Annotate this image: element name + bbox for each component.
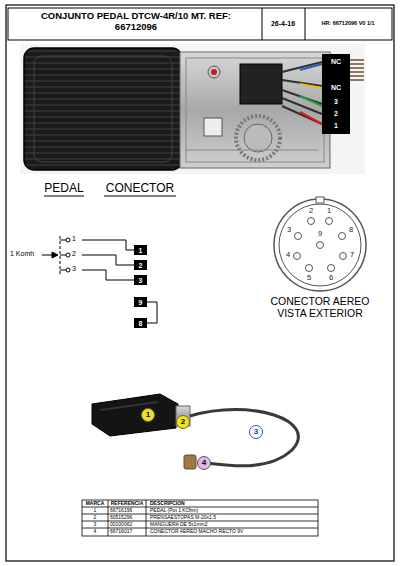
terminal-number: 3 <box>72 265 76 273</box>
header-divider <box>305 8 306 40</box>
potentiometer-symbol <box>42 236 70 274</box>
table-cell: 1 <box>94 508 97 514</box>
node-text: 3 <box>254 428 258 436</box>
terminal-box: 1 <box>134 245 147 255</box>
table-cell: 66716196 <box>110 508 132 514</box>
terminal-number: 1 <box>72 235 76 243</box>
pin-number: 8 <box>348 226 354 234</box>
table-cell: PEDAL (Pot 1 KOhm) <box>150 508 198 514</box>
table-cell: 60515296 <box>110 515 132 521</box>
pin-number: 6 <box>328 274 334 282</box>
sheet-border <box>6 5 394 561</box>
node-text: 4 <box>202 459 206 467</box>
table-cell: 00100062 <box>110 522 132 528</box>
callout-number: 1 <box>141 408 155 422</box>
jumper-wire <box>147 302 157 323</box>
terminal-box: 8 <box>134 318 147 328</box>
terminal-label: NC <box>331 84 341 92</box>
terminal-number: 2 <box>72 250 76 258</box>
table-cell: PRENSAESTOPAS M-20x1.5 <box>150 515 216 521</box>
node-text: 1 <box>146 411 150 419</box>
terminal-label: 3 <box>334 98 338 106</box>
pin-number: 2 <box>308 207 314 215</box>
label-underline <box>44 196 84 197</box>
view-caption: CONECTOR AEREO VISTA EXTERIOR <box>264 296 376 319</box>
table-cell: CONECTOR AEREO MACHO RECTO 9V <box>150 529 243 535</box>
table-cell: 4 <box>94 529 97 535</box>
pin-number: 7 <box>349 251 355 259</box>
header-divider <box>262 8 263 40</box>
node-text: 9 <box>139 299 143 306</box>
resistance-value: 1 Komh <box>10 250 34 258</box>
sheet-title: CONJUNTO PEDAL DTCW-4R/10 MT. REF: 66712… <box>30 11 242 33</box>
node-text: 1 <box>139 247 143 254</box>
pin-number: 1 <box>326 207 332 215</box>
pin-number: 5 <box>306 274 312 282</box>
node-text: 8 <box>139 320 143 327</box>
node-text: 2 <box>181 418 185 426</box>
assembly-photo <box>92 394 298 469</box>
terminal-box: 2 <box>134 260 147 270</box>
callout-number: 3 <box>249 425 263 439</box>
callout-number: 4 <box>197 456 211 470</box>
signal-wire <box>82 240 134 280</box>
table-header: MARCA <box>86 501 105 507</box>
date: 26-4-16 <box>271 20 295 28</box>
aerial-connector-face <box>274 197 366 291</box>
table-cell: 2 <box>94 515 97 521</box>
pin-number: 9 <box>317 230 323 238</box>
table-header: DESCRIPCION <box>150 501 185 507</box>
part-name: PEDAL <box>44 182 83 195</box>
header-frame <box>8 8 392 40</box>
terminal-label: 2 <box>334 110 338 118</box>
terminal-label: NC <box>331 58 341 66</box>
pin-number: 3 <box>286 226 292 234</box>
node-text: 2 <box>139 262 143 269</box>
terminal-box: 3 <box>134 275 147 285</box>
label-underline <box>104 196 176 197</box>
terminal-box: 9 <box>134 297 147 307</box>
table-header: REFERENCIA <box>111 501 144 507</box>
table-cell: 3 <box>94 522 97 528</box>
pedal-photo <box>20 44 365 174</box>
pin-number: 4 <box>285 251 291 259</box>
table-cell: 66716017 <box>110 529 132 535</box>
node-text: 3 <box>139 277 143 284</box>
callout-number: 2 <box>176 415 190 429</box>
terminal-label: 1 <box>334 122 338 130</box>
parts-table <box>82 500 318 536</box>
table-cell: MANGUERA DE 5x1mm2 <box>150 522 208 528</box>
sheet-code: HR: 66712096 V0 1/1 <box>321 20 374 26</box>
part-name: CONECTOR <box>106 182 174 195</box>
